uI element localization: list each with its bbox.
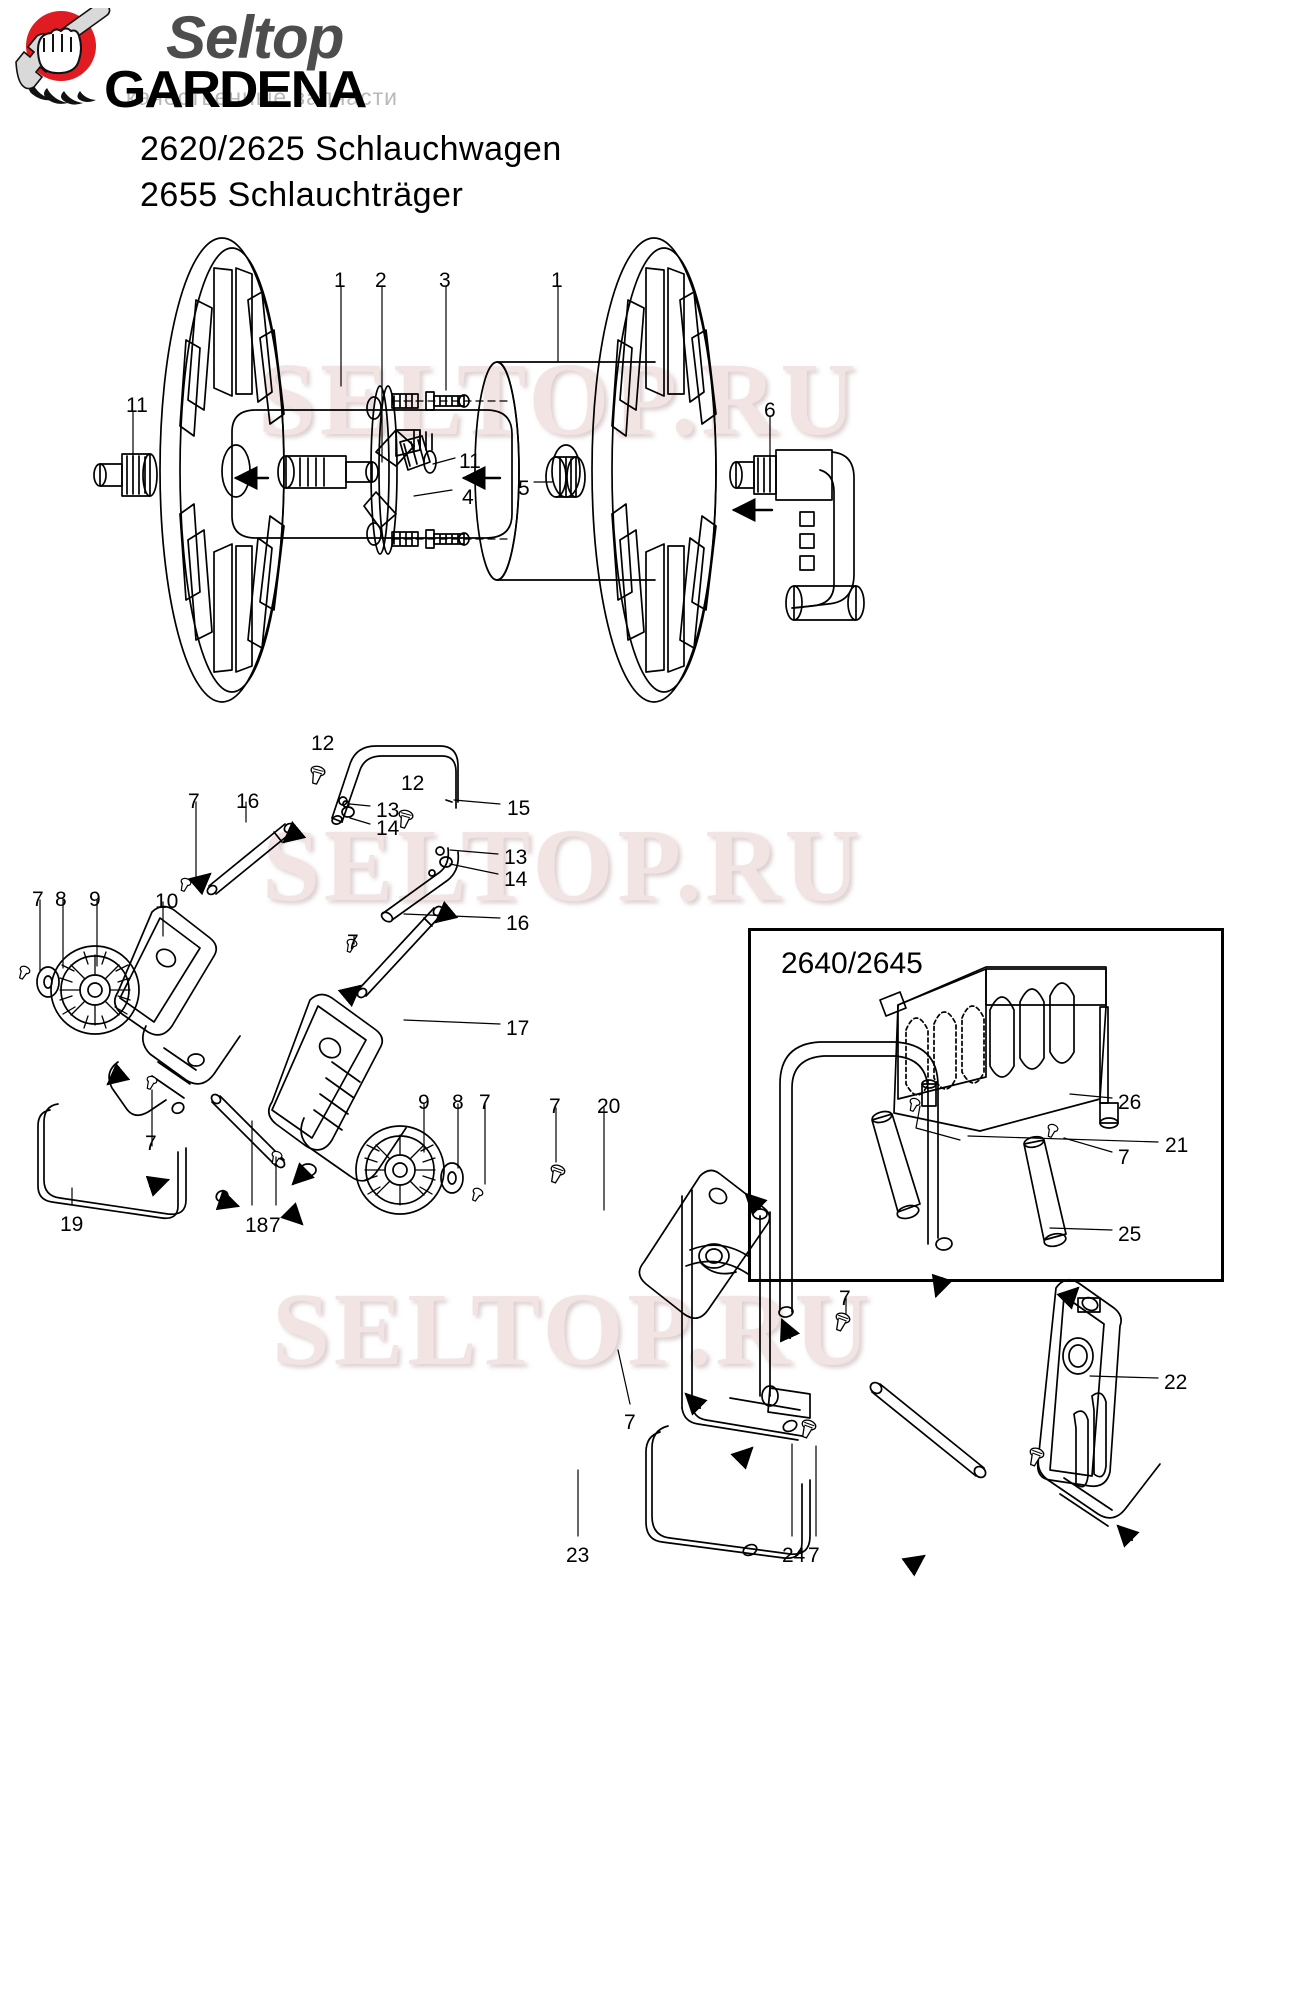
callout-number-10: 10: [155, 890, 179, 913]
brand-gardena-text: GARDENA: [104, 61, 367, 119]
callout-number-26: 26: [1118, 1091, 1142, 1114]
callout-number-7: 7: [1118, 1146, 1130, 1169]
callout-number-25: 25: [1118, 1223, 1142, 1246]
callout-number-3: 3: [439, 269, 451, 292]
callout-number-6: 6: [764, 399, 776, 422]
callout-number-14: 14: [376, 817, 400, 840]
callout-number-20: 20: [597, 1095, 621, 1118]
callout-number-13: 13: [376, 799, 400, 822]
site-logo[interactable]: Seltop качественные запчасти GARDENA: [14, 6, 474, 116]
callout-number-17: 17: [506, 1017, 530, 1040]
page-title-line-1: 2620/2625 Schlauchwagen: [140, 130, 562, 168]
callout-number-22: 22: [1164, 1371, 1188, 1394]
callout-number-18: 18: [245, 1214, 269, 1237]
page-title-line-2: 2655 Schlauchträger: [140, 176, 464, 214]
fist-wrench-icon: [15, 8, 111, 105]
callout-number-5: 5: [518, 477, 530, 500]
callout-number-2: 2: [375, 269, 387, 292]
callout-number-16: 16: [236, 790, 260, 813]
callout-number-7: 7: [188, 790, 200, 813]
callout-number-23: 23: [566, 1544, 590, 1567]
callout-number-19: 19: [60, 1213, 84, 1236]
callout-number-8: 8: [452, 1091, 464, 1114]
callout-number-12: 12: [401, 772, 425, 795]
callout-number-11: 11: [126, 394, 148, 417]
callout-number-7: 7: [839, 1287, 851, 1310]
brand-tagline-text: качественные запчасти: [126, 84, 398, 110]
callout-number-8: 8: [55, 888, 67, 911]
watermark-3: SELTOP.RU: [272, 1272, 874, 1387]
callout-number-7: 7: [32, 888, 44, 911]
callout-number-4: 4: [462, 486, 474, 509]
callout-number-9: 9: [89, 888, 101, 911]
callout-number-7: 7: [269, 1214, 281, 1237]
callout-number-7: 7: [347, 931, 359, 954]
callout-number-7: 7: [624, 1411, 636, 1434]
callout-number-9: 9: [418, 1091, 430, 1114]
callout-number-11: 11: [459, 450, 481, 473]
callout-number-24: 24: [782, 1544, 806, 1567]
callout-number-21: 21: [1165, 1134, 1189, 1157]
inset-title: 2640/2645: [781, 947, 923, 980]
callout-number-15: 15: [507, 797, 531, 820]
callout-number-7: 7: [549, 1095, 561, 1118]
callout-number-7: 7: [479, 1091, 491, 1114]
callout-number-13: 13: [504, 846, 528, 869]
callout-number-12: 12: [311, 732, 335, 755]
callout-number-1: 1: [551, 269, 563, 292]
callout-number-16: 16: [506, 912, 530, 935]
callout-number-1: 1: [334, 269, 346, 292]
callout-number-7: 7: [808, 1544, 820, 1567]
watermark-2: SELTOP.RU: [262, 808, 864, 923]
inset-panel-2640-2645: 2640/2645: [748, 928, 1224, 1282]
callout-number-7: 7: [145, 1132, 157, 1155]
callout-number-14: 14: [504, 868, 528, 891]
brand-seltop-text: Seltop: [166, 4, 344, 71]
